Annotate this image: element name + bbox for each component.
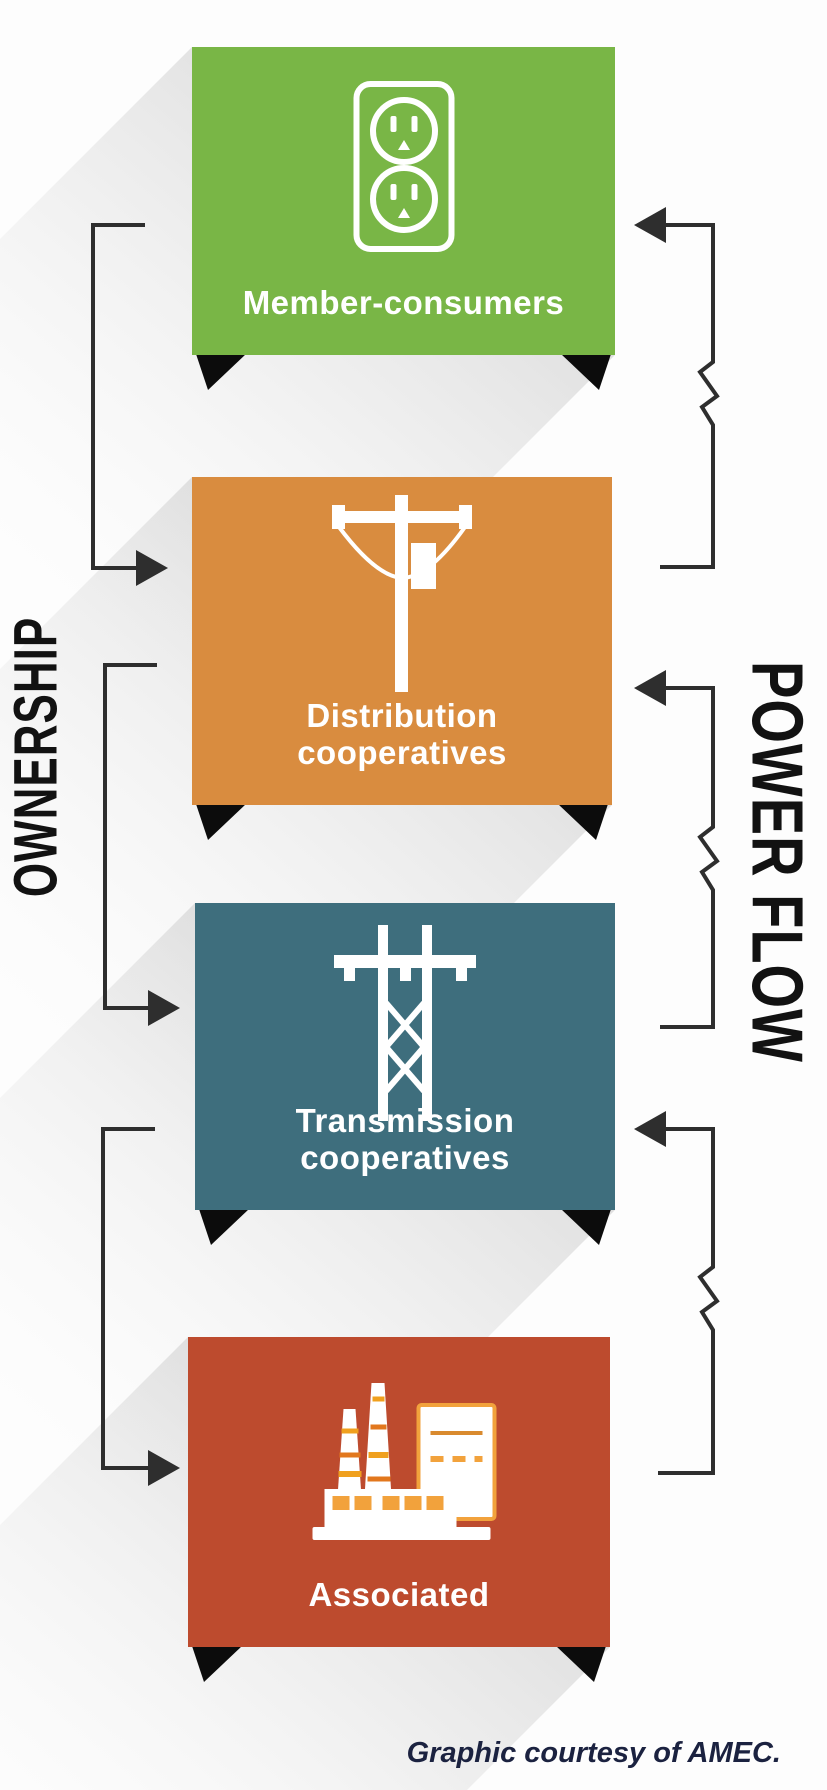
power-flow-arrow-3	[658, 1127, 720, 1475]
ownership-arrow-2	[103, 663, 157, 1010]
corner-fold	[196, 354, 246, 390]
power-flow-arrow-2	[660, 686, 720, 1029]
arrow-head-right-icon	[136, 550, 168, 586]
utility-pole-icon	[332, 495, 472, 692]
box-label-line: Distribution	[306, 697, 498, 735]
box-label-line: cooperatives	[297, 733, 507, 771]
ownership-arrow-1	[91, 223, 145, 570]
corner-fold	[561, 1209, 611, 1245]
arrow-head-right-icon	[148, 1450, 180, 1486]
box-label: Associated	[308, 1575, 490, 1613]
box-label: Transmission cooperatives	[295, 1102, 515, 1176]
corner-fold	[558, 804, 608, 840]
transmission-tower-icon	[334, 925, 476, 1121]
power-flow-label: POWER FLOW	[737, 661, 819, 1063]
box-label: Distribution cooperatives	[192, 698, 612, 771]
box-distribution-cooperatives: Distribution cooperatives	[192, 477, 612, 805]
arrow-head-left-icon	[634, 207, 666, 243]
power-flow-arrow-1	[660, 223, 720, 569]
arrow-head-left-icon	[634, 670, 666, 706]
ownership-arrows	[91, 223, 180, 1486]
arrow-head-left-icon	[634, 1111, 666, 1147]
arrow-head-right-icon	[148, 990, 180, 1026]
ownership-arrow-3	[101, 1127, 155, 1470]
box-label: Member-consumers	[242, 283, 565, 321]
power-outlet-icon	[353, 81, 454, 252]
corner-folds	[192, 354, 611, 1682]
box-member-consumers: Member-consumers	[192, 47, 615, 355]
corner-fold	[196, 804, 246, 840]
power-flow-arrows	[634, 207, 720, 1475]
box-associated: Associated	[188, 1337, 610, 1647]
ownership-label: OWNERSHIP	[2, 616, 71, 898]
corner-fold	[192, 1646, 242, 1682]
box-transmission-cooperatives: Transmission cooperatives	[195, 903, 615, 1210]
power-plant-icon	[312, 1383, 497, 1540]
corner-fold	[561, 354, 611, 390]
caption: Graphic courtesy of AMEC.	[406, 1737, 781, 1769]
corner-fold	[556, 1646, 606, 1682]
corner-fold	[199, 1209, 249, 1245]
